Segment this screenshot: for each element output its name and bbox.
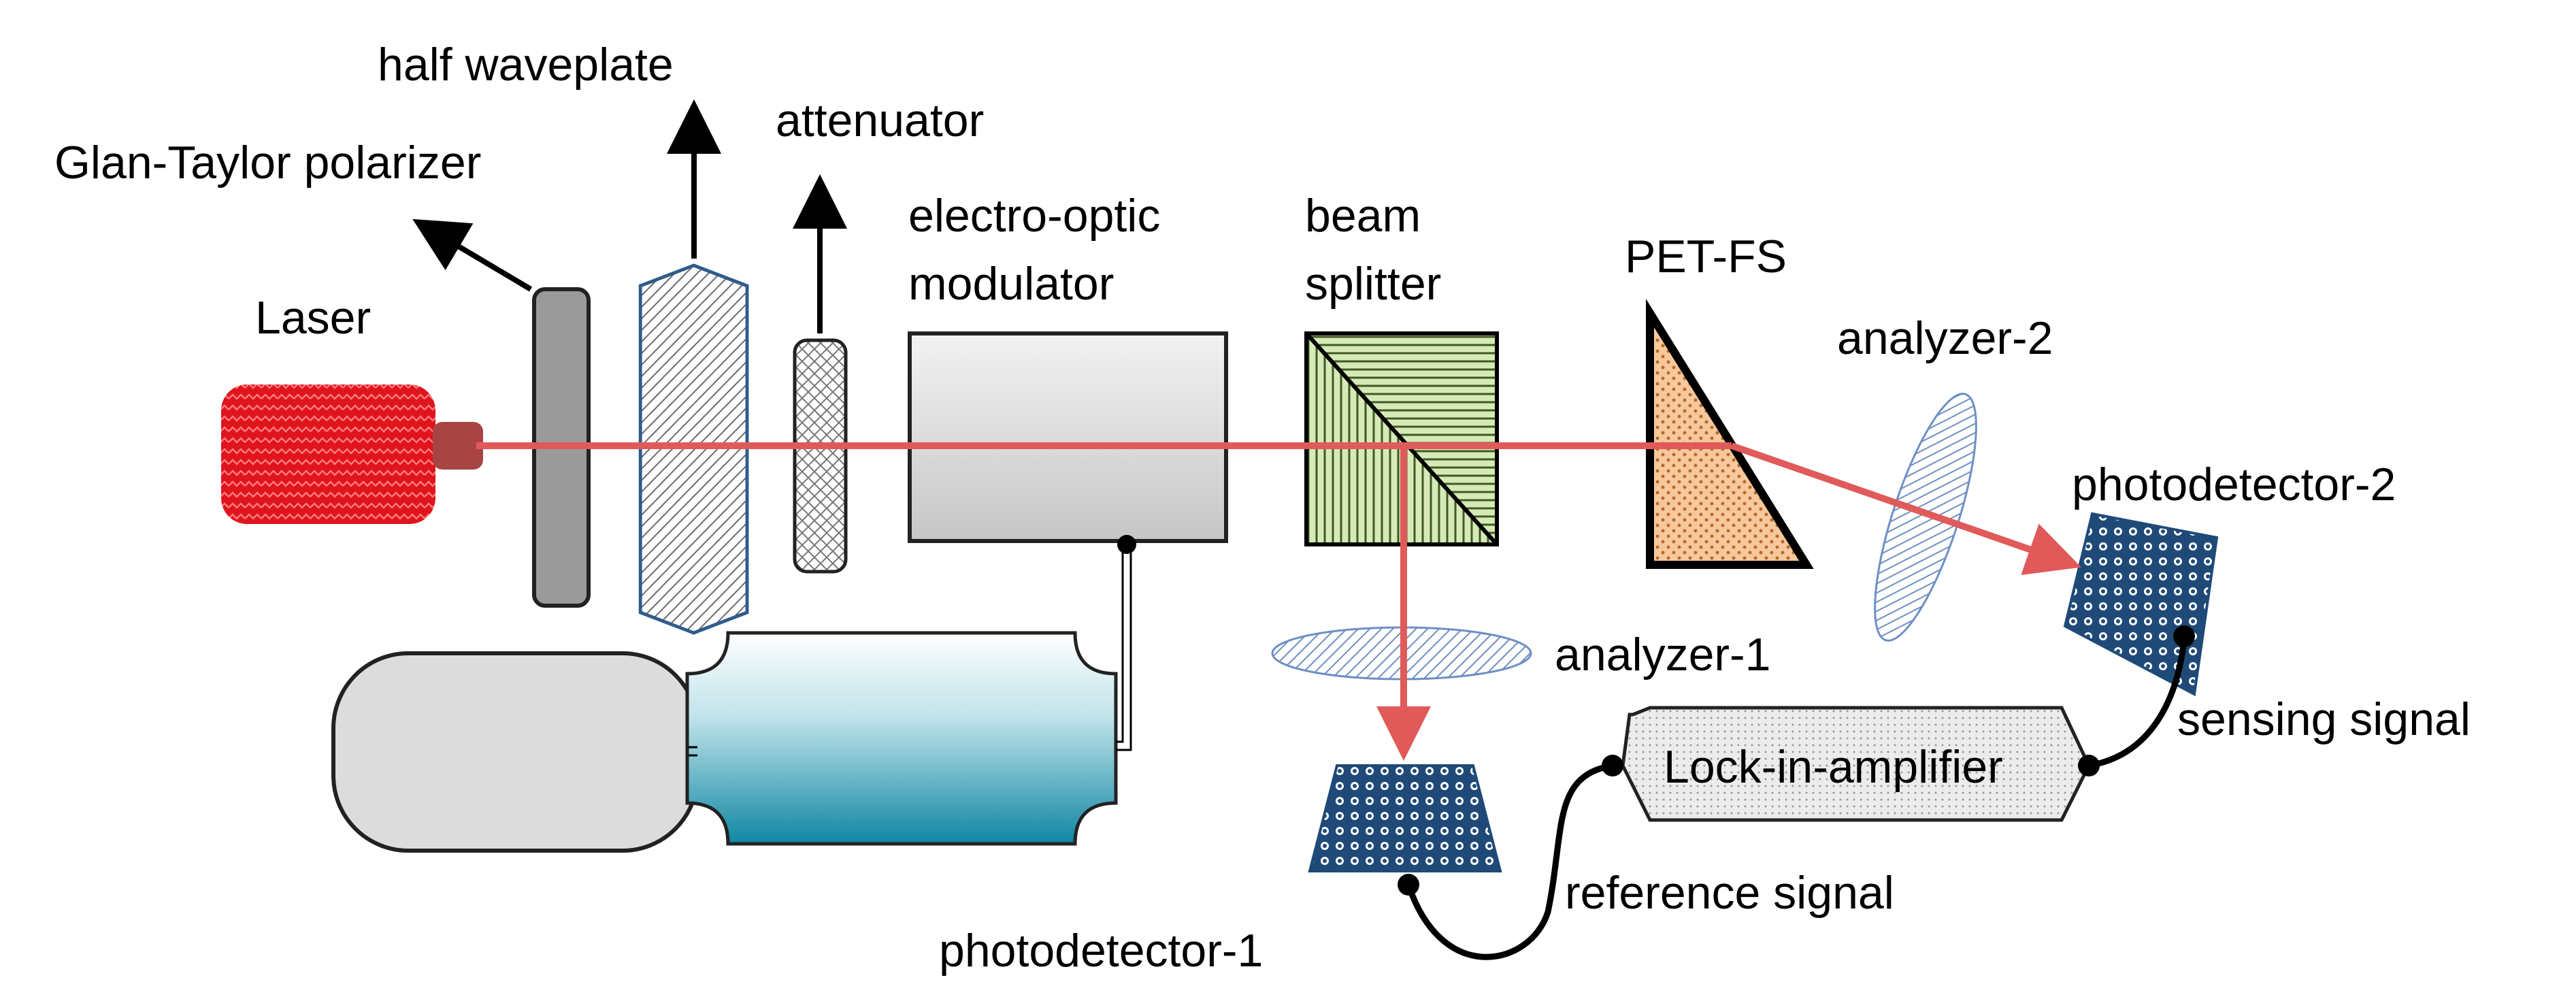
electro-optic-modulator xyxy=(908,331,1228,543)
laser-nozzle xyxy=(433,422,483,470)
attenuator xyxy=(793,338,848,574)
laser-label: Laser xyxy=(255,292,371,344)
amplifier-to-eom-cable xyxy=(1116,544,1132,751)
lock-in-sensing-connector xyxy=(2078,755,2100,776)
lock-in-amplifier-label: Lock-in-amplifier xyxy=(1664,741,2003,793)
eom-label-line1: electro-optic xyxy=(908,190,1160,242)
beam-splitter-label-line1: beam xyxy=(1305,190,1421,242)
analyzer-2 xyxy=(1874,393,1977,642)
function-generator-to-amplifier-cable xyxy=(689,746,697,757)
attenuator-label: attenuator xyxy=(776,95,984,146)
function-generator xyxy=(331,651,699,853)
photodetector-1-label: photodetector-1 xyxy=(939,925,1263,977)
sensing-signal-label: sensing signal xyxy=(2177,693,2471,745)
sensing-signal-cable xyxy=(2088,639,2187,769)
photodetector-2-connector xyxy=(2173,625,2195,647)
analyzer-1-label: analyzer-1 xyxy=(1555,629,1771,681)
pet-fs-label: PET-FS xyxy=(1625,231,1787,282)
eom-connector-dot xyxy=(1117,535,1136,554)
photodetector-1 xyxy=(1308,764,1502,872)
lock-in-reference-connector xyxy=(1602,755,1623,776)
photodetector-2-label: photodetector-2 xyxy=(2072,459,2396,510)
photodetector-2 xyxy=(2063,512,2219,697)
half-waveplate-label: half waveplate xyxy=(378,39,674,91)
pet-fs-prism xyxy=(1646,298,1814,569)
glan-taylor-label: Glan-Taylor polarizer xyxy=(54,137,481,189)
eom-label-line2: modulator xyxy=(908,258,1114,310)
glan-taylor-pointer-arrow xyxy=(412,218,533,292)
refracted-beam-to-photodetector-2 xyxy=(1730,442,2081,576)
reference-signal-label: reference signal xyxy=(1565,867,1894,919)
beam-splitter-diagonal xyxy=(1304,331,1499,546)
photodetector-1-connector xyxy=(1398,874,1419,896)
voltage-amplifier xyxy=(685,631,1118,846)
laser-body xyxy=(221,384,435,524)
analyzer-2-label: analyzer-2 xyxy=(1837,312,2053,364)
reference-signal-cable xyxy=(1405,762,1613,960)
beam-splitter-label-line2: splitter xyxy=(1305,258,1441,310)
